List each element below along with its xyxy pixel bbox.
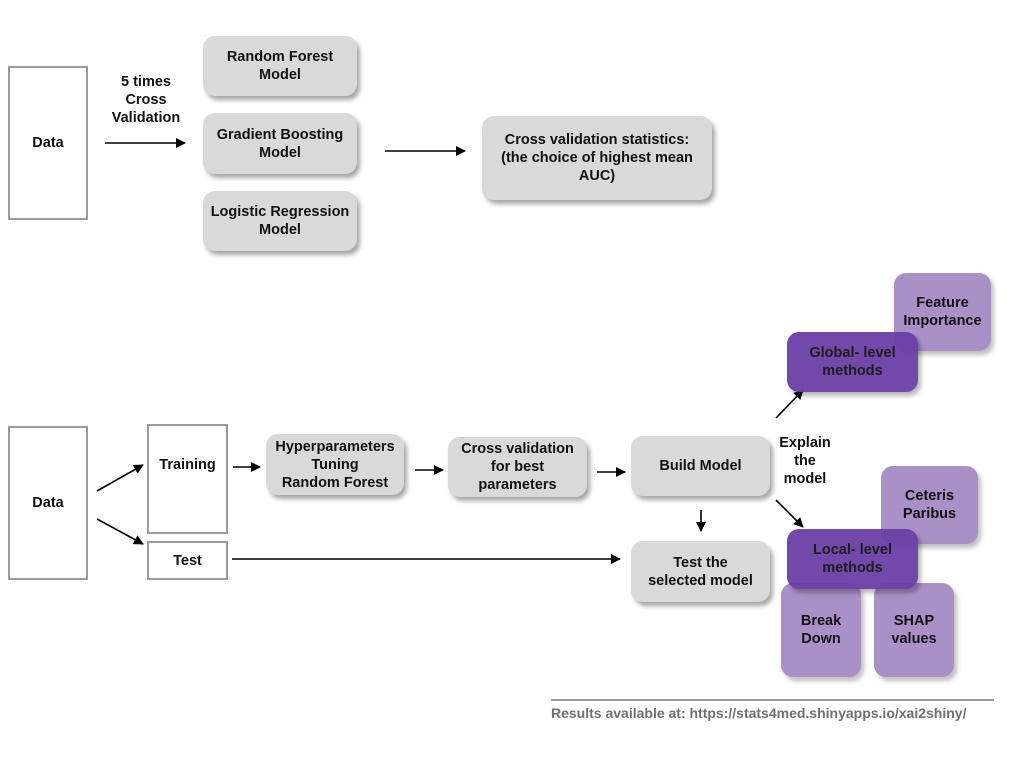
global-methods-box: Global- level methods [787,332,918,392]
global-methods-label: Global- level methods [809,345,896,379]
break-down-box: Break Down [781,583,861,677]
local-methods-box: Local- level methods [787,529,918,589]
footer-results-link: Results available at: https://stats4med.… [551,705,967,721]
feature-importance-label: Feature Importance [903,295,982,329]
top-data-box: Data [8,66,88,220]
arrow-data-to-training [96,464,144,492]
build-model-label: Build Model [659,458,742,474]
hyperparameters-label: Hyperparameters Tuning Random Forest [275,438,395,491]
training-label: Training [159,457,216,473]
arrow-to-global [775,389,804,419]
test-label: Test [173,552,202,569]
local-methods-label: Local- level methods [813,542,892,576]
model-logistic-regression: Logistic Regression Model [203,191,357,251]
arrow-to-local [775,499,804,528]
model-logistic-regression-label: Logistic Regression Model [210,204,350,238]
cv-best-params-box: Cross validation for best parameters [448,437,587,497]
test-box: Test [147,541,228,580]
footer-divider [551,699,994,701]
arrow-data-to-test [96,518,144,545]
cross-validation-label: 5 times Cross Validation [111,74,181,126]
model-gradient-boosting-label: Gradient Boosting Model [216,126,344,161]
top-data-label: Data [32,135,64,151]
model-random-forest: Random Forest Model [203,36,357,96]
explain-model-label: Explain the model [779,435,831,487]
bottom-data-box: Data [8,426,88,580]
training-box: Training [147,424,228,534]
test-selected-model-label: Test the selected model [648,554,753,589]
cv-best-params-label: Cross validation for best parameters [461,441,574,493]
cv-statistics-label: Cross validation statistics: (the choice… [501,132,693,184]
break-down-label: Break Down [800,613,842,647]
model-gradient-boosting: Gradient Boosting Model [203,113,357,174]
test-selected-model-box: Test the selected model [631,541,770,602]
build-model-box: Build Model [631,436,770,496]
shap-values-box: SHAP values [874,583,954,677]
model-random-forest-label: Random Forest Model [226,49,334,83]
cv-statistics-box: Cross validation statistics: (the choice… [482,116,712,200]
hyperparameters-box: Hyperparameters Tuning Random Forest [266,434,404,495]
bottom-data-label: Data [32,495,64,511]
ceteris-paribus-label: Ceteris Paribus [902,488,957,522]
shap-values-label: SHAP values [891,613,937,647]
